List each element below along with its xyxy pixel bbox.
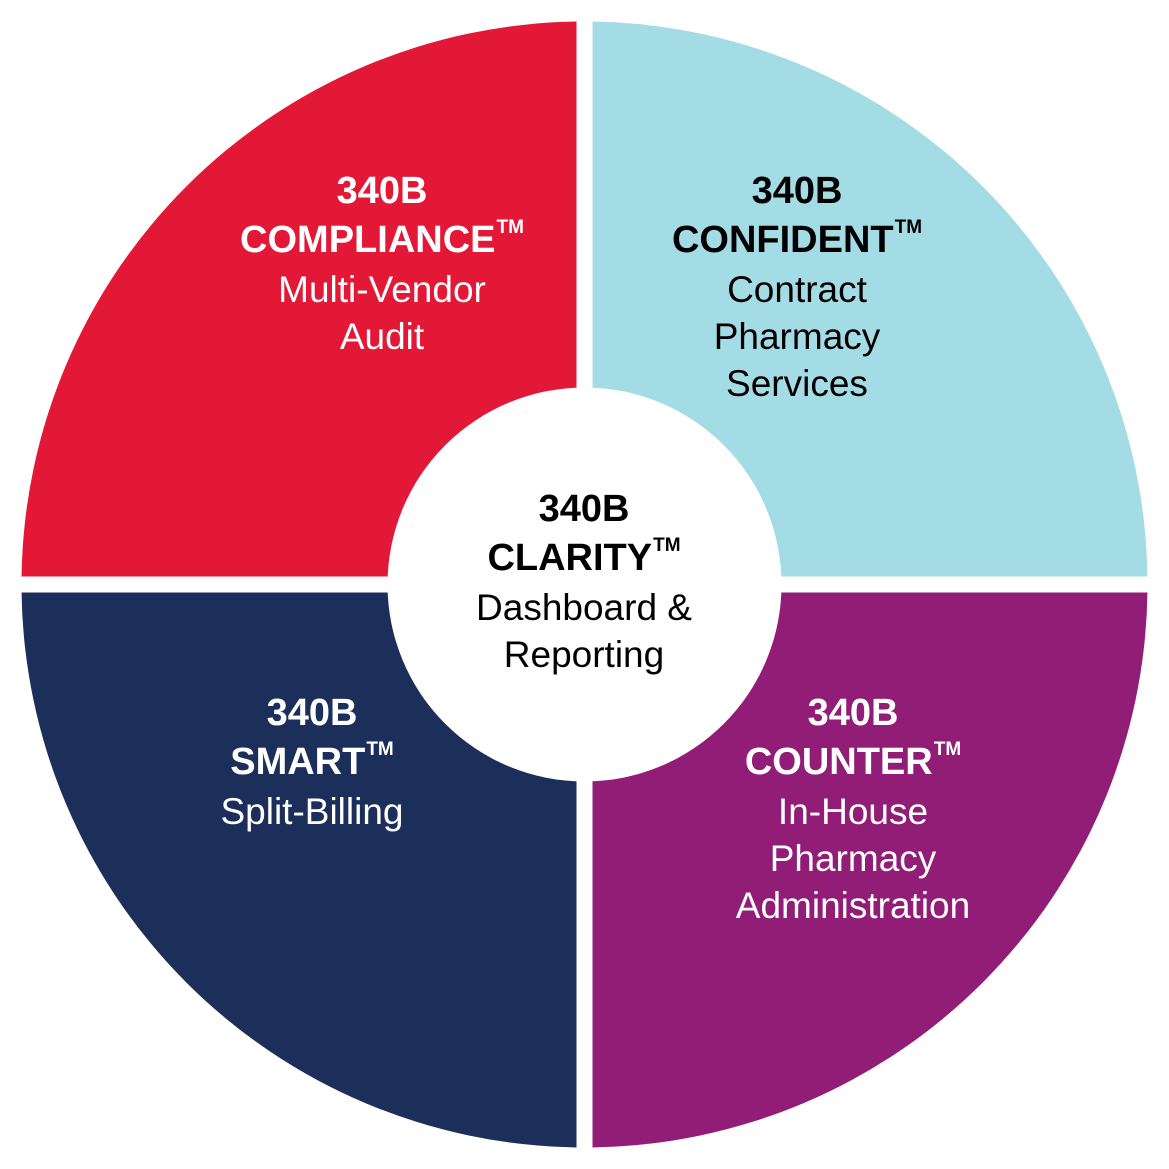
smart-trademark: TM bbox=[366, 739, 394, 760]
clarity-name: CLARITY bbox=[487, 537, 653, 579]
clarity-desc-line-2: Reporting bbox=[503, 634, 665, 675]
confident-trademark: TM bbox=[894, 217, 923, 238]
counter-label: 340B COUNTERTM In-House Pharmacy Adminis… bbox=[653, 694, 1053, 929]
smart-desc-line-1: Split-Billing bbox=[220, 791, 404, 832]
clarity-title: 340B bbox=[538, 488, 630, 530]
compliance-label: 340B COMPLIANCETM Multi-Vendor Audit bbox=[182, 172, 582, 360]
compliance-title: 340B bbox=[336, 170, 428, 212]
smart-name: SMART bbox=[230, 741, 366, 783]
compliance-quadrant bbox=[21, 21, 577, 577]
counter-name: COUNTER bbox=[744, 741, 933, 783]
clarity-desc-line-1: Dashboard & bbox=[476, 587, 692, 628]
counter-desc-line-3: Administration bbox=[735, 885, 971, 926]
counter-title: 340B bbox=[807, 692, 899, 734]
counter-desc-line-1: In-House bbox=[777, 791, 929, 832]
compliance-desc-line-2: Audit bbox=[339, 316, 425, 357]
confident-desc-line-1: Contract bbox=[727, 269, 867, 310]
smart-label: 340B SMARTTM Split-Billing bbox=[112, 694, 512, 835]
clarity-trademark: TM bbox=[653, 535, 681, 556]
counter-trademark: TM bbox=[933, 739, 962, 760]
confident-quadrant bbox=[592, 21, 1148, 577]
compliance-desc-line-1: Multi-Vendor bbox=[278, 269, 486, 310]
counter-quadrant bbox=[592, 592, 1148, 1148]
compliance-trademark: TM bbox=[496, 217, 524, 238]
counter-desc-line-2: Pharmacy bbox=[769, 838, 937, 879]
smart-quadrant bbox=[21, 592, 577, 1148]
confident-title: 340B bbox=[751, 170, 843, 212]
confident-desc-line-2: Pharmacy bbox=[713, 316, 881, 357]
clarity-label: 340B CLARITYTM Dashboard & Reporting bbox=[384, 490, 784, 678]
confident-desc-line-3: Services bbox=[726, 363, 868, 404]
confident-name: CONFIDENT bbox=[671, 219, 894, 261]
compliance-name: COMPLIANCE bbox=[240, 219, 496, 261]
smart-title: 340B bbox=[266, 692, 358, 734]
confident-label: 340B CONFIDENTTM Contract Pharmacy Servi… bbox=[597, 172, 997, 407]
center-circle bbox=[387, 387, 782, 782]
